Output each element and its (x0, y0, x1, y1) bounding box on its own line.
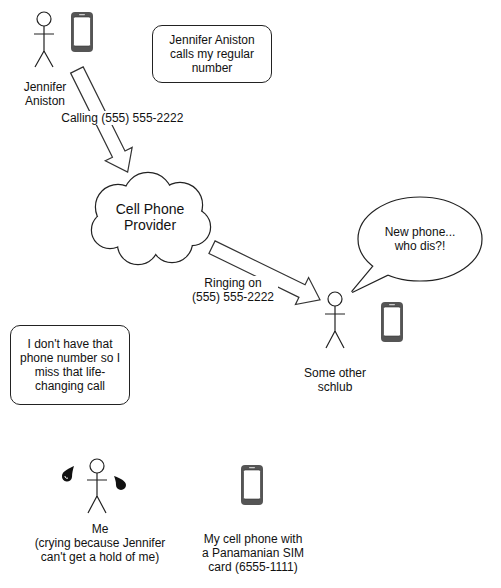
phone-icon (71, 12, 93, 52)
text-area: Cell Phone Provider (88, 172, 212, 262)
cloud-label: Cell Phone Provider (105, 201, 195, 233)
stick-figure (34, 12, 54, 67)
actor-name: (crying because Jennifer can't get a hol… (25, 536, 175, 564)
text-area: I don't have that phone number so I miss… (11, 326, 129, 404)
speech-text: New phone... who dis?! (375, 225, 465, 253)
stick-figure (87, 459, 107, 513)
actor-name: My cell phone with a Panamanian SIM card… (201, 532, 305, 574)
cloud-shape: Cell Phone Provider (88, 172, 212, 262)
actor-figure: Some other schlub (320, 290, 407, 352)
note-text: Jennifer Aniston calls my regular number (160, 33, 264, 75)
teardrop (114, 476, 126, 490)
actor-figure: Jennifer Aniston (28, 10, 96, 70)
teardrop-shine (65, 476, 68, 478)
teardrop (62, 466, 74, 482)
actor-figure: Me(crying because Jennifer can't get a h… (60, 458, 132, 516)
actor-name: Jennifer Aniston (15, 80, 75, 108)
note-box: Jennifer Aniston calls my regular number (152, 25, 272, 83)
text-area: New phone... who dis?! (357, 196, 483, 282)
arrow-label: Ringing on (555) 555-2222 (188, 276, 278, 304)
phone-figure: My cell phone with a Panamanian SIM card… (238, 462, 268, 508)
phone-icon (241, 465, 263, 505)
phone-icon (381, 302, 403, 342)
note-box: I don't have that phone number so I miss… (10, 325, 130, 405)
arrow-label: Calling (555) 555-2222 (59, 111, 185, 125)
speech-bubble: New phone... who dis?! (357, 196, 483, 282)
stick-figure (325, 292, 345, 348)
actor-name: Some other schlub (300, 366, 370, 394)
text-area: Jennifer Aniston calls my regular number (153, 26, 271, 82)
note-text: I don't have that phone number so I miss… (18, 337, 122, 393)
actor-name: Me (75, 522, 125, 536)
bubble-tail (352, 262, 393, 292)
